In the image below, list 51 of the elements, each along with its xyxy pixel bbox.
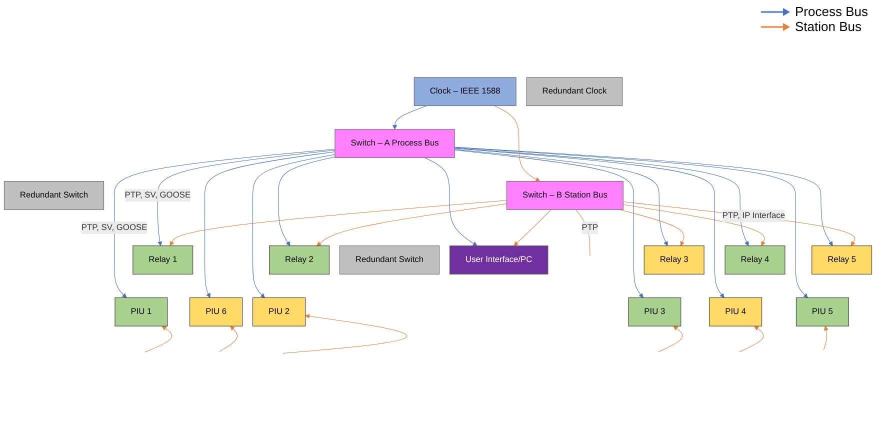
node-box: PIU 3 bbox=[628, 298, 682, 326]
arrow bbox=[282, 314, 407, 354]
arrow bbox=[514, 209, 552, 246]
node-box: User Interface/PC bbox=[450, 246, 548, 274]
arrow bbox=[316, 204, 508, 246]
node-box: Switch – A Process Bus bbox=[334, 129, 455, 158]
edge-label: PTP bbox=[582, 223, 598, 232]
arrow bbox=[252, 154, 336, 298]
arrow bbox=[738, 326, 764, 352]
arrow bbox=[170, 200, 508, 246]
node-box: Switch – B Station Bus bbox=[506, 181, 624, 210]
arrow bbox=[454, 148, 724, 298]
arrow bbox=[424, 157, 478, 246]
node-box: PIU 2 bbox=[252, 298, 306, 326]
arrow bbox=[144, 326, 172, 352]
arrow bbox=[114, 148, 336, 298]
node-box: PIU 4 bbox=[709, 298, 762, 326]
arrow bbox=[622, 204, 766, 246]
arrow bbox=[823, 326, 828, 350]
arrow bbox=[219, 326, 238, 352]
arrow bbox=[454, 147, 808, 298]
node-box: Redundant Switch bbox=[4, 181, 104, 210]
arrow bbox=[392, 106, 427, 130]
arrow bbox=[454, 149, 668, 246]
arrow bbox=[494, 106, 540, 182]
node-box: PIU 6 bbox=[190, 298, 243, 326]
arrow bbox=[454, 150, 644, 298]
node-box: Relay 2 bbox=[269, 246, 330, 274]
node-box: PIU 1 bbox=[114, 298, 168, 326]
arrow bbox=[157, 150, 336, 246]
edge-label: PTP, IP Interface bbox=[722, 211, 786, 220]
node-box: Redundant Clock bbox=[526, 77, 623, 106]
edge-label: PTP, SV, GOOSE bbox=[81, 223, 148, 232]
arrow bbox=[622, 202, 856, 246]
arrow bbox=[278, 156, 336, 246]
arrow bbox=[454, 148, 749, 246]
node-box: PIU 5 bbox=[796, 298, 849, 326]
node-box: Relay 4 bbox=[724, 246, 786, 274]
node-box: Relay 3 bbox=[644, 246, 704, 274]
arrow bbox=[658, 326, 683, 352]
connector bbox=[576, 209, 590, 256]
node-box: Redundant Switch bbox=[339, 246, 440, 274]
arrow bbox=[619, 209, 685, 246]
node-box: Relay 1 bbox=[132, 246, 194, 274]
node-box: Clock – IEEE 1588 bbox=[414, 77, 516, 106]
legend-label: Process Bus bbox=[795, 4, 868, 19]
edge-label: PTP, SV, GOOSE bbox=[124, 190, 191, 200]
node-box: Relay 5 bbox=[812, 246, 872, 274]
arrow bbox=[454, 146, 833, 246]
arrow bbox=[204, 151, 336, 298]
legend-label: Station Bus bbox=[795, 19, 862, 34]
